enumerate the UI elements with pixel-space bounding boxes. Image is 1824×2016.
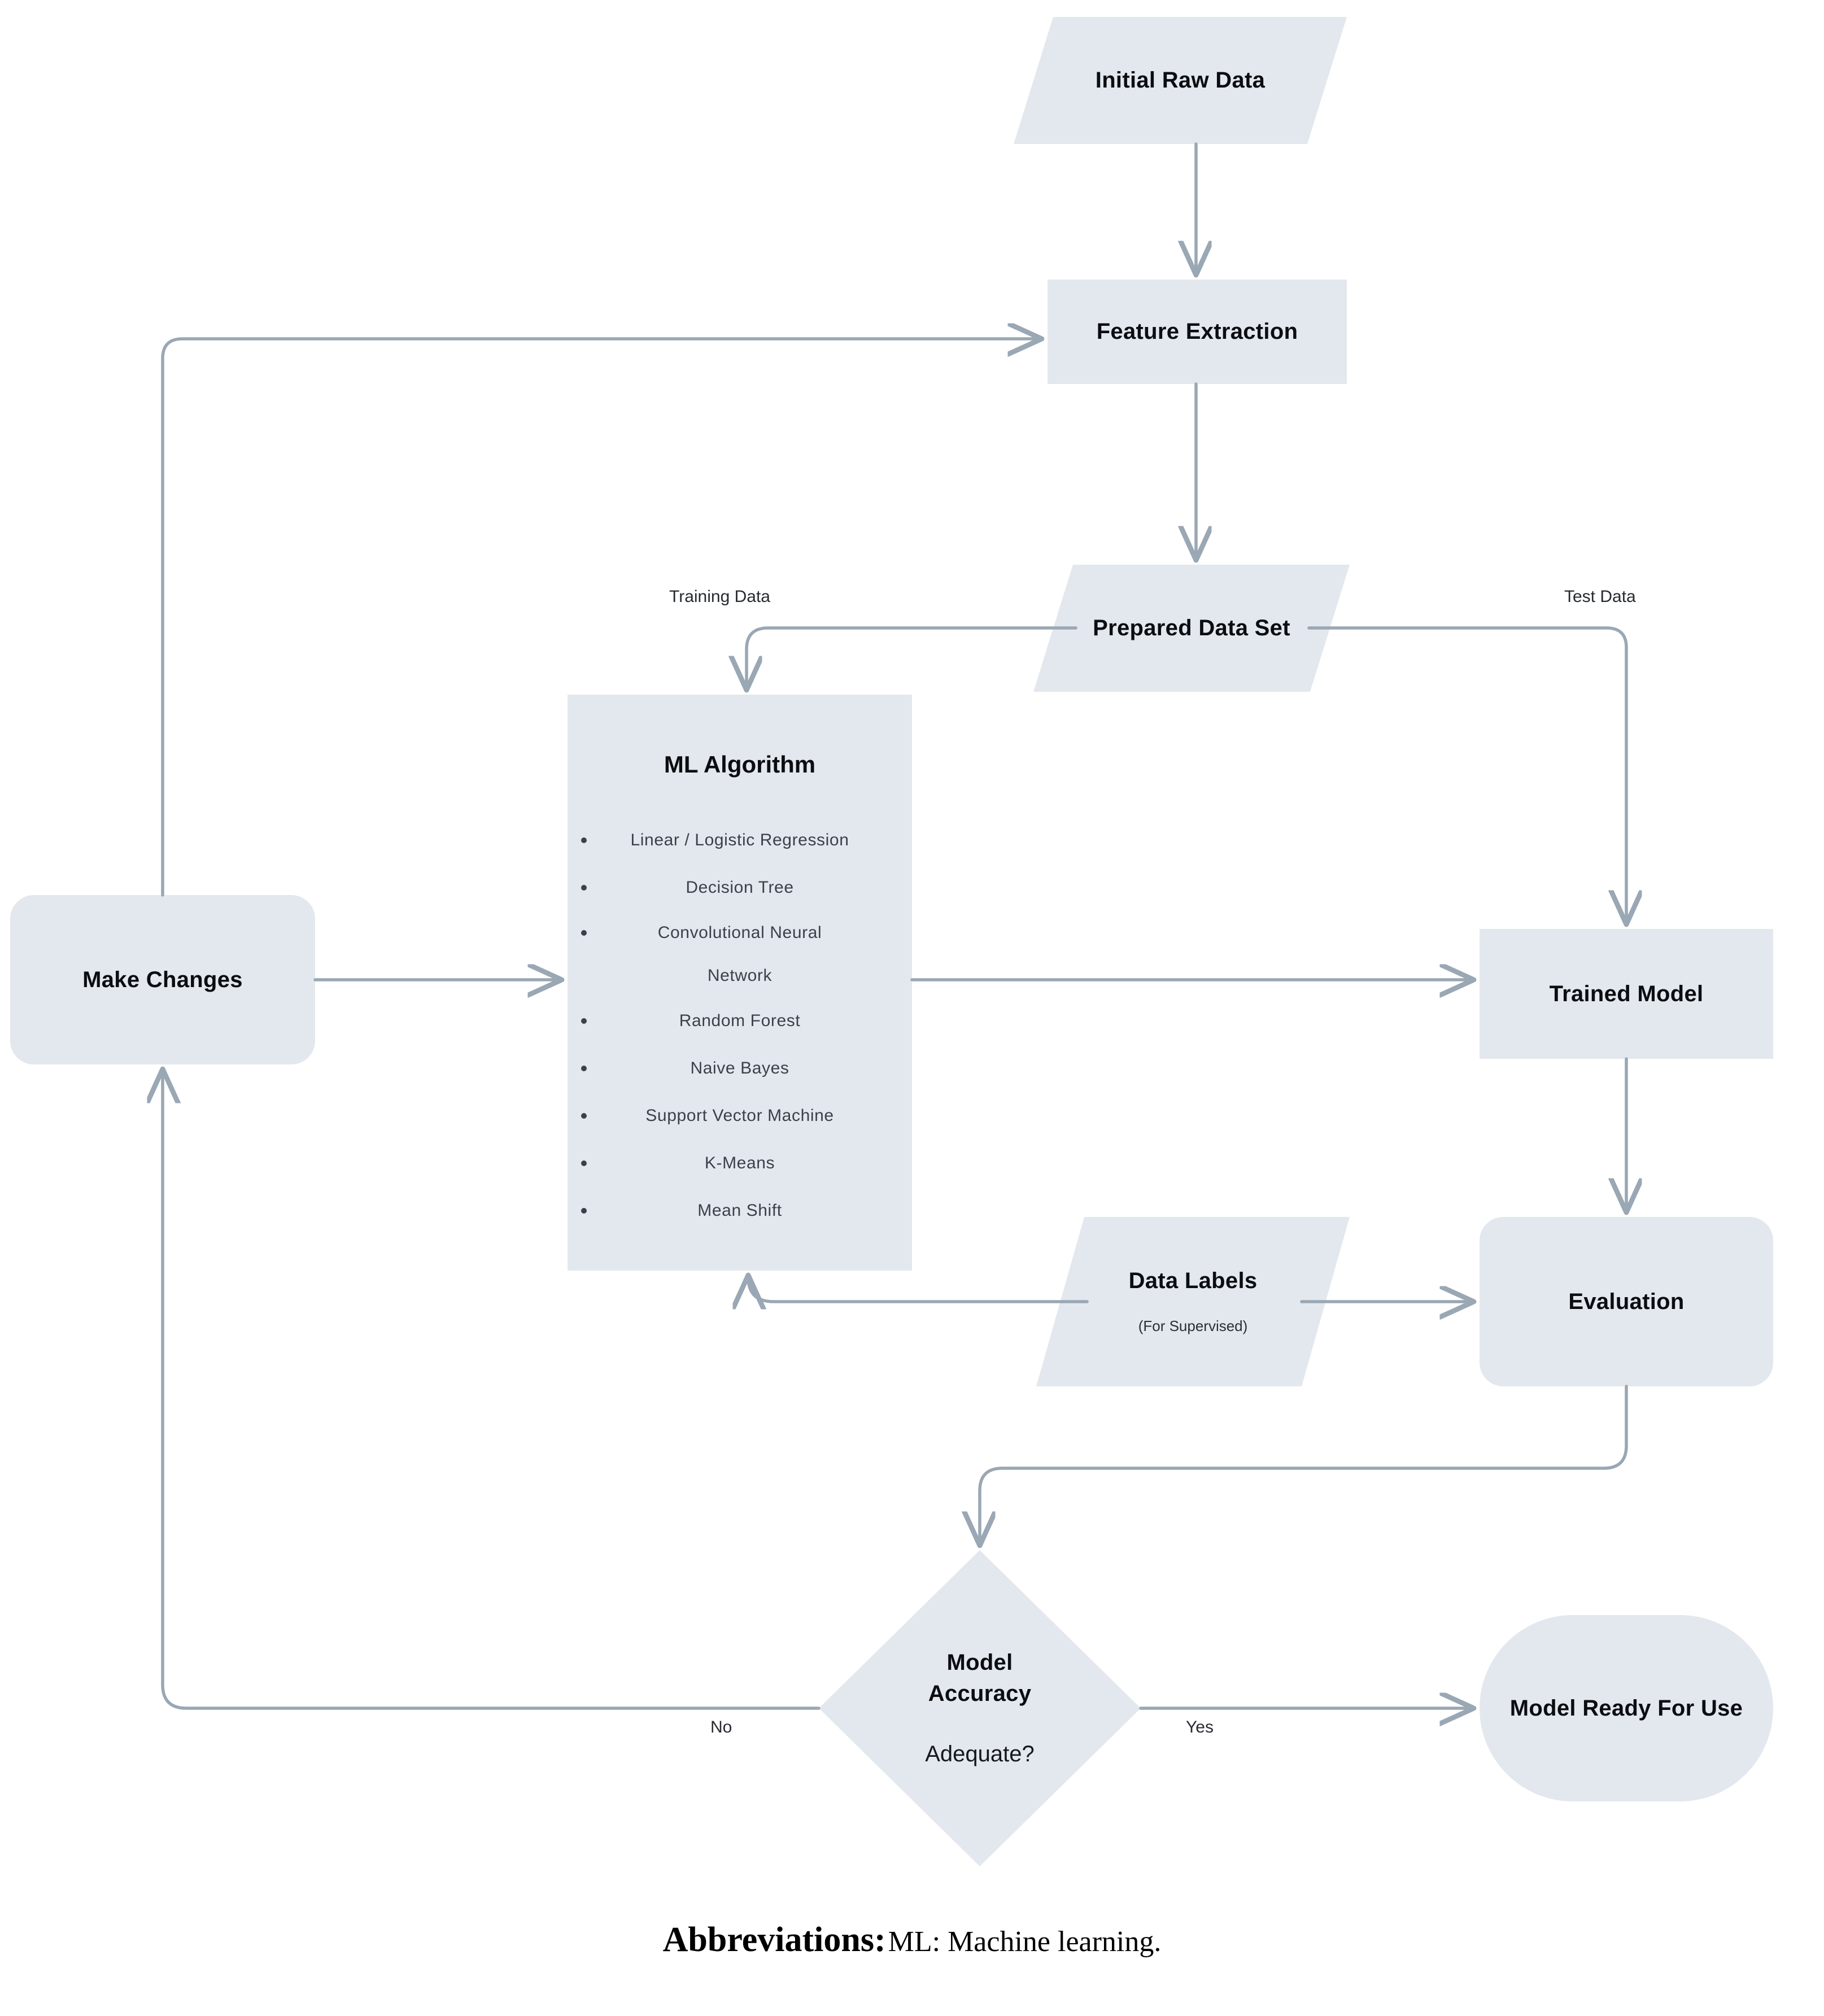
node-shape-prepared-data-set[interactable] bbox=[1033, 565, 1350, 692]
edge-modelaccuracy-no-to-makechanges bbox=[163, 1069, 821, 1710]
node-shape-ml-algorithm[interactable] bbox=[568, 695, 912, 1271]
node-shape-feature-extraction[interactable] bbox=[1048, 280, 1347, 384]
edge-datalabels-to-mlalgorithm bbox=[748, 1275, 1089, 1302]
figure-caption: Abbreviations: ML: Machine learning. bbox=[0, 1920, 1824, 1960]
flow-edges bbox=[161, 142, 1628, 1710]
node-shape-model-ready[interactable] bbox=[1480, 1615, 1773, 1801]
caption-rest: ML: Machine learning. bbox=[888, 1926, 1162, 1958]
node-shape-make-changes[interactable] bbox=[10, 895, 315, 1064]
node-shape-trained-model[interactable] bbox=[1480, 929, 1773, 1059]
edge-label-test-data: Test Data bbox=[1564, 587, 1636, 606]
edge-label-training-data: Training Data bbox=[669, 587, 770, 606]
edge-prepareddata-to-trainedmodel bbox=[1307, 626, 1626, 924]
edge-prepareddata-to-mlalgorithm bbox=[747, 626, 1077, 690]
edge-label-no: No bbox=[710, 1718, 732, 1736]
node-shape-evaluation[interactable] bbox=[1480, 1217, 1773, 1386]
edge-evaluation-to-modelaccuracy bbox=[980, 1385, 1628, 1546]
edge-label-yes: Yes bbox=[1186, 1718, 1214, 1736]
node-shape-initial-raw-data[interactable] bbox=[1014, 17, 1347, 144]
caption-strong: Abbreviations: bbox=[662, 1921, 886, 1959]
node-shapes bbox=[10, 17, 1773, 1866]
node-shape-data-labels[interactable] bbox=[1036, 1217, 1350, 1386]
node-shape-model-accuracy[interactable] bbox=[819, 1550, 1141, 1866]
edge-makechanges-to-featureextraction bbox=[161, 339, 1042, 897]
